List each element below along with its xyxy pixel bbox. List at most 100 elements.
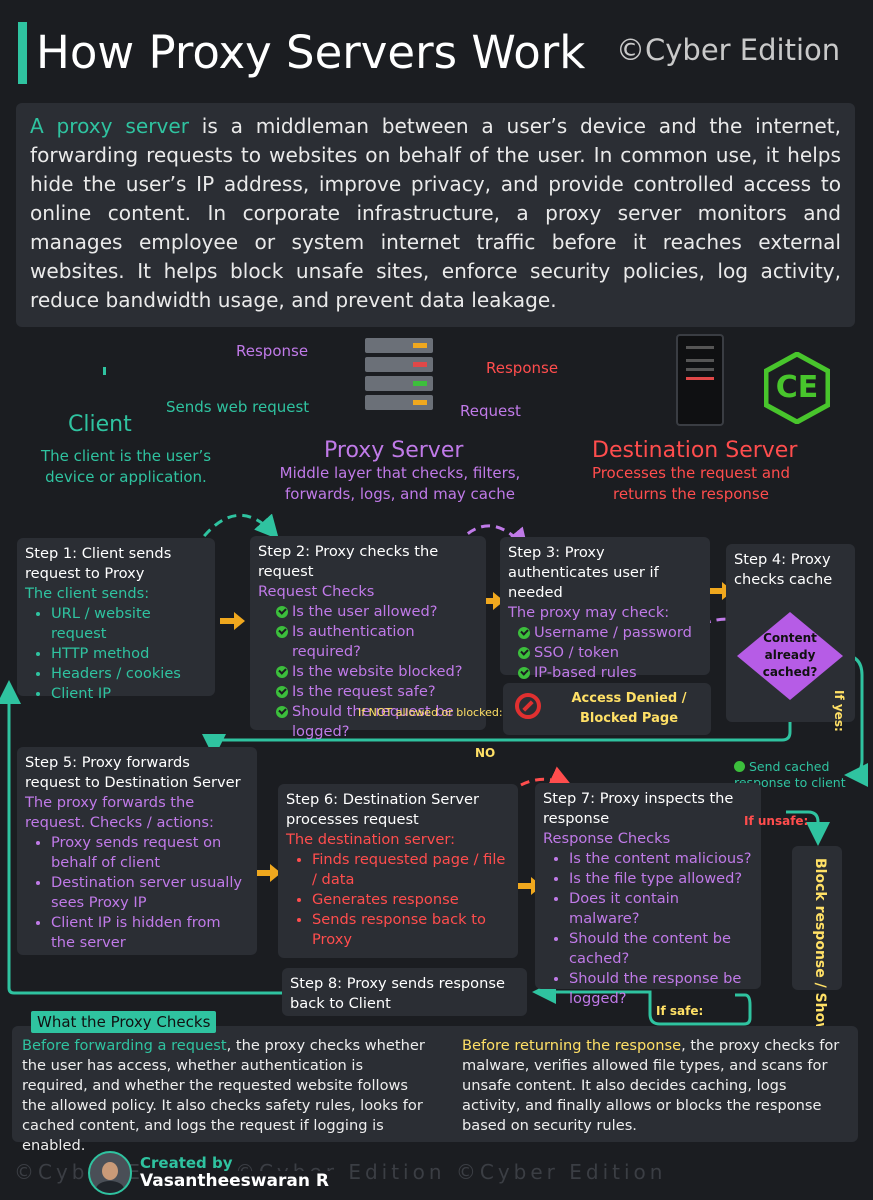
send-cached-label: Send cached response to client [734, 759, 849, 791]
list-item: Finds requested page / file / data [312, 850, 510, 890]
intro-lead: A proxy server [30, 114, 189, 138]
access-denied-box: Access Denied / Blocked Page [503, 683, 711, 735]
label-response-2: Response [486, 359, 559, 377]
arc-step1-step2 [193, 513, 279, 549]
list-item: Username / password [518, 623, 702, 643]
list-item: URL / website request [51, 604, 207, 644]
label-request: Request [460, 402, 521, 420]
proxy-desc: Middle layer that checks, filters, forwa… [279, 464, 521, 503]
proxy-title: Proxy Server [324, 438, 464, 463]
step-1-title: Step 1: Client sends request to Proxy [25, 545, 172, 582]
intro-paragraph: A proxy server is a middleman between a … [16, 103, 855, 327]
summary-left-text: , the proxy checks whether the user has … [22, 1037, 425, 1154]
step-7-list: Is the content malicious? Is the file ty… [543, 849, 753, 1009]
arc-step6-step7 [486, 766, 574, 816]
step-2-title: Step 2: Proxy checks the request [258, 543, 439, 580]
label-sends-web-request: Sends web request [166, 398, 310, 416]
step-7-sub: Response Checks [543, 830, 671, 847]
send-cached-text: Send cached response to client [734, 759, 846, 790]
list-item: Is the content malicious? [569, 849, 753, 869]
line-safe [532, 980, 752, 1026]
step-2-card: Step 2: Proxy checks the request Request… [250, 536, 486, 740]
logo-text: CE [775, 370, 819, 405]
list-item: Is the website blocked? [276, 662, 478, 682]
proxy-server-icon [365, 338, 433, 430]
step-8-card: Step 8: Proxy sends response back to Cli… [282, 968, 527, 1016]
summary-right: Before returning the response, the proxy… [462, 1036, 847, 1136]
arrow-2-3 [479, 592, 504, 610]
title-accent-bar [18, 22, 27, 84]
line-unsafe [786, 810, 830, 846]
step-5-list: Proxy sends request on behalf of client … [25, 833, 249, 953]
step-8-title: Step 8: Proxy sends response back to Cli… [290, 975, 505, 1012]
step-7-title: Step 7: Proxy inspects the response [543, 790, 734, 827]
list-item: Destination server usually sees Proxy IP [51, 873, 249, 913]
list-item: Generates response [312, 890, 510, 910]
client-desc: The client is the user’s device or appli… [40, 447, 212, 486]
step-3-sub: The proxy may check: [508, 604, 670, 621]
access-denied-label: Access Denied / Blocked Page [571, 691, 687, 726]
step-1-list: URL / website request HTTP method Header… [25, 604, 207, 704]
list-item: Is the request safe? [276, 682, 478, 702]
line-no [202, 690, 792, 758]
author-name: Vasantheeswaran R [140, 1171, 333, 1191]
step-5-sub: The proxy forwards the request. Checks /… [25, 794, 214, 831]
list-item: Should the response be logged? [569, 969, 753, 1009]
destination-server-icon [676, 334, 724, 426]
step-1-sub: The client sends: [25, 585, 150, 602]
step-6-title: Step 6: Destination Server processes req… [286, 791, 479, 828]
list-item: SSO / token [518, 643, 702, 663]
step-6-sub: The destination server: [286, 831, 456, 848]
label-no: NO [475, 746, 496, 760]
line-back-to-client [0, 680, 286, 995]
block-response-box: Block response / Show warning [792, 846, 842, 1104]
step-6-list: Finds requested page / file / data Gener… [286, 850, 510, 950]
summary-left: Before forwarding a request, the proxy c… [22, 1036, 432, 1156]
label-if-not-allowed: If NOT allowed or blocked: [358, 706, 503, 719]
client-title: Client [68, 412, 132, 437]
created-by-label: Created by [140, 1154, 237, 1172]
summary-right-text: , the proxy checks for malware, verifies… [462, 1037, 840, 1134]
step-3-list: Username / password SSO / token IP-based… [508, 623, 702, 683]
arrow-1-2 [220, 612, 245, 630]
list-item: Is the file type allowed? [569, 869, 753, 889]
list-item: HTTP method [51, 644, 207, 664]
label-if-unsafe: If unsafe: [744, 814, 809, 828]
step-5-title: Step 5: Proxy forwards request to Destin… [25, 754, 241, 791]
block-icon [515, 693, 541, 719]
list-item: IP-based rules [518, 663, 702, 683]
arc-step2-step3 [446, 524, 529, 557]
step-7-card: Step 7: Proxy inspects the response Resp… [535, 783, 761, 1007]
summary-right-lead: Before returning the response [462, 1037, 682, 1054]
cache-decision-diamond: Content already cached? [737, 612, 843, 700]
step-6-card: Step 6: Destination Server processes req… [278, 784, 518, 958]
list-item: Should the request be logged? [276, 702, 478, 742]
summary-heading: What the Proxy Checks [31, 1011, 217, 1033]
list-item: Does it contain malware? [569, 889, 753, 929]
list-item: Is authentication required? [276, 622, 478, 662]
label-if-safe: If safe: [656, 1004, 704, 1018]
check-icon [734, 761, 745, 772]
list-item: Should the content be cached? [569, 929, 753, 969]
cyber-edition-logo: CE [763, 351, 831, 425]
avatar [88, 1151, 132, 1195]
step-2-list: Is the user allowed? Is authentication r… [258, 602, 478, 742]
diamond-label: Content already cached? [762, 631, 818, 679]
label-if-yes: If yes: [832, 690, 846, 732]
arrow-5-6 [256, 864, 281, 882]
list-item: Is the user allowed? [276, 602, 478, 622]
summary-left-lead: Before forwarding a request [22, 1037, 227, 1054]
step-3-title: Step 3: Proxy authenticates user if need… [508, 544, 659, 601]
destination-desc: Processes the request and returns the re… [591, 464, 791, 503]
intro-text: is a middleman between a user’s device a… [30, 114, 842, 312]
list-item: Client IP [51, 684, 207, 704]
step-5-card: Step 5: Proxy forwards request to Destin… [17, 747, 257, 955]
client-icon [103, 367, 106, 375]
destination-title: Destination Server [592, 438, 798, 463]
list-item: Sends response back to Proxy [312, 910, 510, 950]
step-4-title: Step 4: Proxy checks cache [734, 551, 833, 588]
list-item: Client IP is hidden from the server [51, 913, 249, 953]
step-2-sub: Request Checks [258, 583, 375, 600]
summary-box: Before forwarding a request, the proxy c… [12, 1026, 858, 1154]
list-item: Headers / cookies [51, 664, 207, 684]
